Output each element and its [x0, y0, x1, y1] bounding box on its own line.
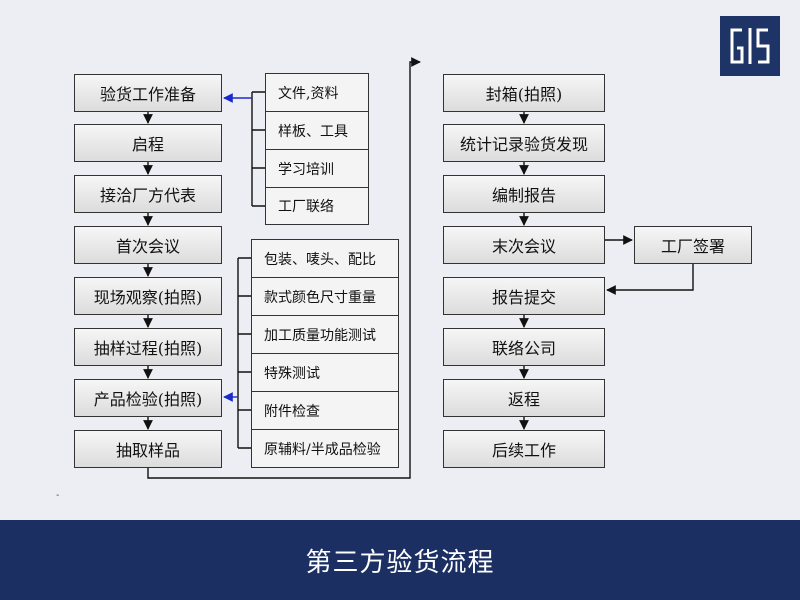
step-submit-report: 报告提交 [443, 277, 605, 315]
step-label: 抽取样品 [115, 441, 180, 460]
step-depart: 启程 [74, 124, 222, 162]
step-label: 现场观察(拍照) [93, 288, 203, 307]
step-label: 抽样过程(拍照) [93, 339, 203, 358]
step-label: 验货工作准备 [99, 85, 196, 104]
inspection-bracket [237, 257, 251, 449]
step-opening-meeting: 首次会议 [74, 226, 222, 264]
prep-bracket [251, 91, 265, 207]
inspect-item-label: 原辅料/半成品检验 [264, 441, 381, 458]
gis-logo-mark [730, 28, 770, 64]
inspect-item-label: 款式颜色尺寸重量 [264, 289, 376, 306]
page-title: 第三方验货流程 [305, 547, 495, 578]
inspect-item-materials: 原辅料/半成品检验 [251, 429, 399, 468]
step-label: 首次会议 [115, 237, 180, 256]
step-record-findings: 统计记录验货发现 [443, 124, 605, 162]
step-label: 联络公司 [491, 339, 556, 358]
step-return: 返程 [443, 379, 605, 417]
step-sampling: 抽样过程(拍照) [74, 328, 222, 366]
inspect-item-style: 款式颜色尺寸重量 [251, 277, 399, 316]
inspect-item-accessories: 附件检查 [251, 391, 399, 430]
step-meet-factory: 接洽厂方代表 [74, 175, 222, 213]
flowchart: 验货工作准备 启程 接洽厂方代表 首次会议 现场观察(拍照) 抽样过程(拍照) … [74, 57, 752, 479]
prep-item-label: 样板、工具 [278, 123, 348, 140]
prep-item-factory-contact: 工厂联络 [265, 187, 369, 225]
inspect-item-label: 特殊测试 [264, 365, 320, 382]
step-label: 报告提交 [491, 288, 556, 307]
step-contact-company: 联络公司 [443, 328, 605, 366]
inspect-item-quality: 加工质量功能测试 [251, 315, 399, 354]
inspect-item-label: 包装、唛头、配比 [264, 251, 376, 268]
step-seal-cartons: 封箱(拍照) [443, 74, 605, 112]
step-label: 返程 [507, 390, 540, 409]
side-box-label: 工厂签署 [660, 237, 725, 256]
step-follow-up: 后续工作 [443, 430, 605, 468]
step-site-observation: 现场观察(拍照) [74, 277, 222, 315]
stray-mark: - [56, 490, 60, 501]
prep-item-training: 学习培训 [265, 149, 369, 188]
step-label: 封箱(拍照) [485, 85, 563, 104]
step-take-samples: 抽取样品 [74, 430, 222, 468]
step-label: 启程 [131, 135, 164, 154]
inspect-item-label: 加工质量功能测试 [264, 327, 376, 344]
step-preparation: 验货工作准备 [74, 74, 222, 112]
prep-item-label: 文件,资料 [278, 85, 339, 102]
footer-bar: 第三方验货流程 [0, 520, 800, 600]
inspect-item-special-test: 特殊测试 [251, 353, 399, 392]
inspect-item-label: 附件检查 [264, 403, 320, 420]
prep-item-label: 学习培训 [278, 161, 334, 178]
prep-item-documents: 文件,资料 [265, 73, 369, 112]
factory-signature-box: 工厂签署 [634, 226, 752, 264]
prep-item-tools: 样板、工具 [265, 111, 369, 150]
signature-to-submit-arrow [606, 264, 694, 295]
step-label: 统计记录验货发现 [459, 135, 588, 154]
step-label: 后续工作 [491, 441, 556, 460]
step-product-inspection: 产品检验(拍照) [74, 379, 222, 417]
step-label: 接洽厂方代表 [99, 186, 196, 205]
step-label: 末次会议 [491, 237, 556, 256]
step-label: 产品检验(拍照) [93, 390, 203, 409]
step-label: 编制报告 [491, 186, 556, 205]
inspect-item-packaging: 包装、唛头、配比 [251, 239, 399, 278]
prep-item-label: 工厂联络 [278, 199, 334, 215]
gis-logo [720, 16, 780, 76]
step-compile-report: 编制报告 [443, 175, 605, 213]
step-closing-meeting: 末次会议 [443, 226, 605, 264]
